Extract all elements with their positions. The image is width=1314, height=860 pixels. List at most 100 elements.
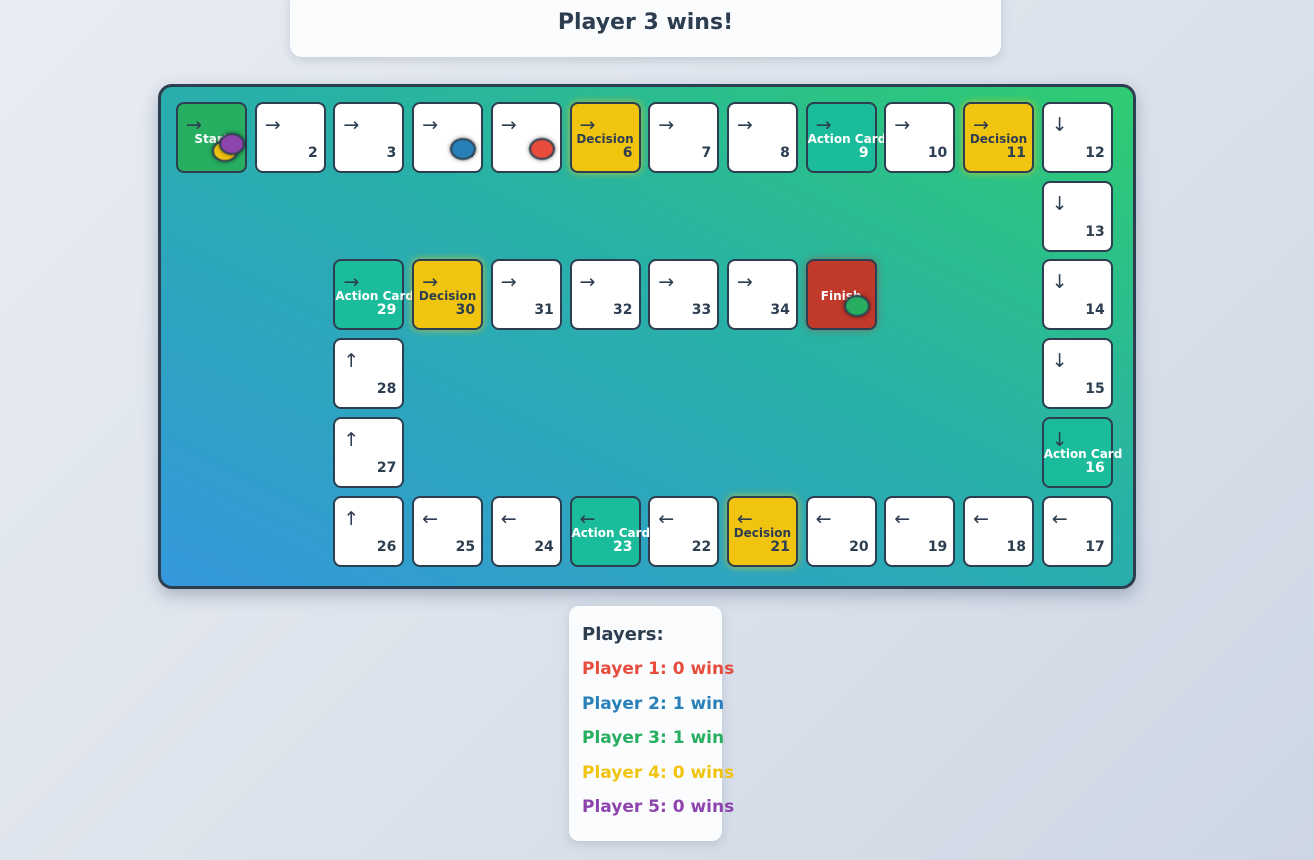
direction-arrow: →: [736, 114, 753, 136]
cell-number: 12: [1085, 145, 1105, 161]
cell-number: 13: [1085, 223, 1105, 240]
board-cell-15: ↓ 15: [1041, 338, 1113, 410]
board-cell-14: ↓ 14: [1041, 259, 1113, 331]
cell-number: 17: [1085, 538, 1105, 555]
direction-arrow: →: [264, 114, 281, 136]
cell-number: 29: [376, 302, 397, 319]
cell-number: 33: [691, 302, 712, 319]
board-cell-22: ←22: [648, 495, 720, 567]
direction-arrow: →: [500, 114, 517, 136]
cell-number: 10: [927, 145, 948, 161]
cell-number: 28: [376, 381, 397, 398]
cell-label: Action Card: [807, 132, 887, 146]
player-2-score: Player 2: 1 win: [582, 693, 725, 714]
board-cell-32: → 32: [569, 259, 641, 331]
board-cell-33: → 33: [648, 259, 720, 331]
cell-number: 11: [1006, 145, 1026, 161]
direction-arrow: →: [894, 114, 911, 136]
board-cell-24: ← 24: [490, 495, 562, 567]
cell-number: 8: [780, 145, 790, 161]
cell-label: Decision: [576, 132, 634, 146]
board-cell-10: → 10: [884, 102, 956, 173]
direction-arrow: →: [973, 114, 989, 136]
cell-number: 32: [613, 302, 633, 319]
direction-arrow: →: [658, 271, 675, 294]
cell-number: 16: [1085, 459, 1105, 476]
direction-arrow: ↓: [1051, 428, 1068, 451]
player-1-score: Player 1: 0 wins: [582, 659, 735, 679]
finish-cell: Finish: [805, 259, 877, 331]
players-title: Players:: [582, 624, 664, 645]
cell-number: 30: [455, 302, 476, 319]
cell-number: 27: [376, 459, 397, 476]
board-cell-4: →4: [412, 102, 484, 173]
board-cell-31: →31: [490, 259, 562, 331]
board-cell-17: ← 17: [1041, 495, 1113, 567]
cell-number: 6: [622, 145, 633, 161]
direction-arrow: →: [343, 271, 360, 294]
direction-arrow: ←: [579, 507, 596, 530]
direction-arrow: ←: [973, 507, 989, 530]
cell-number: 24: [534, 538, 554, 555]
cell-label: Action Card: [335, 289, 415, 304]
cell-number: 7: [701, 145, 712, 161]
board-cell-26: ↑ 26: [333, 495, 405, 567]
direction-arrow: ↓: [1051, 192, 1068, 215]
cell-label: Action Card: [571, 525, 651, 540]
board-cell-18: ← 18: [963, 495, 1034, 567]
direction-arrow: →: [186, 114, 202, 136]
winner-message: Player 3 wins!: [557, 10, 734, 35]
direction-arrow: ←: [1051, 507, 1068, 530]
player-3-score: Player 3: 1 win: [582, 728, 725, 748]
direction-arrow: →: [736, 271, 753, 294]
cell-number: 25: [455, 538, 476, 555]
player-5-score: Player 5: 0 wins: [582, 797, 735, 817]
direction-arrow: ↓: [1051, 350, 1068, 373]
board-cell-5: →5: [490, 102, 562, 173]
direction-arrow: ↓: [1051, 114, 1068, 136]
direction-arrow: →: [422, 114, 439, 136]
cell-label: Decision: [418, 289, 477, 304]
cell-label: Decision: [733, 525, 792, 540]
direction-arrow: ↓: [1051, 271, 1068, 294]
direction-arrow: ←: [815, 507, 832, 530]
cell-number: 20: [849, 538, 869, 555]
cell-number: 15: [1085, 381, 1105, 398]
cell-label: Action Card: [1043, 446, 1123, 461]
board-cell-7: →7: [648, 102, 720, 173]
board-cell-27: ↑ 27: [333, 416, 405, 488]
direction-arrow: ↑: [343, 428, 360, 451]
board-cell-25: ←25: [412, 495, 484, 567]
cell-number: 26: [376, 538, 397, 555]
direction-arrow: ←: [736, 507, 753, 530]
board-cell-8: →8: [726, 102, 798, 173]
cell-number: 9: [858, 145, 869, 161]
player-2-token[interactable]: [450, 138, 477, 160]
direction-arrow: →: [500, 271, 517, 294]
cell-number: 22: [691, 538, 712, 555]
direction-arrow: →: [579, 114, 596, 136]
direction-arrow: →: [658, 114, 675, 136]
direction-arrow: ←: [500, 507, 517, 530]
direction-arrow: →: [579, 271, 596, 294]
direction-arrow: →: [343, 114, 360, 136]
direction-arrow: ↑: [343, 507, 360, 530]
player-1-token[interactable]: [528, 138, 555, 160]
cell-number: 14: [1085, 302, 1105, 319]
player-3-token[interactable]: [843, 295, 870, 318]
player-5-token[interactable]: [219, 133, 245, 155]
player-4-score: Player 4: 0 wins: [582, 762, 735, 783]
cell-label: Decision: [969, 132, 1028, 146]
board-cell-28: ↑28: [333, 338, 405, 410]
cell-number: 34: [770, 302, 790, 319]
cell-number: 18: [1006, 538, 1026, 555]
